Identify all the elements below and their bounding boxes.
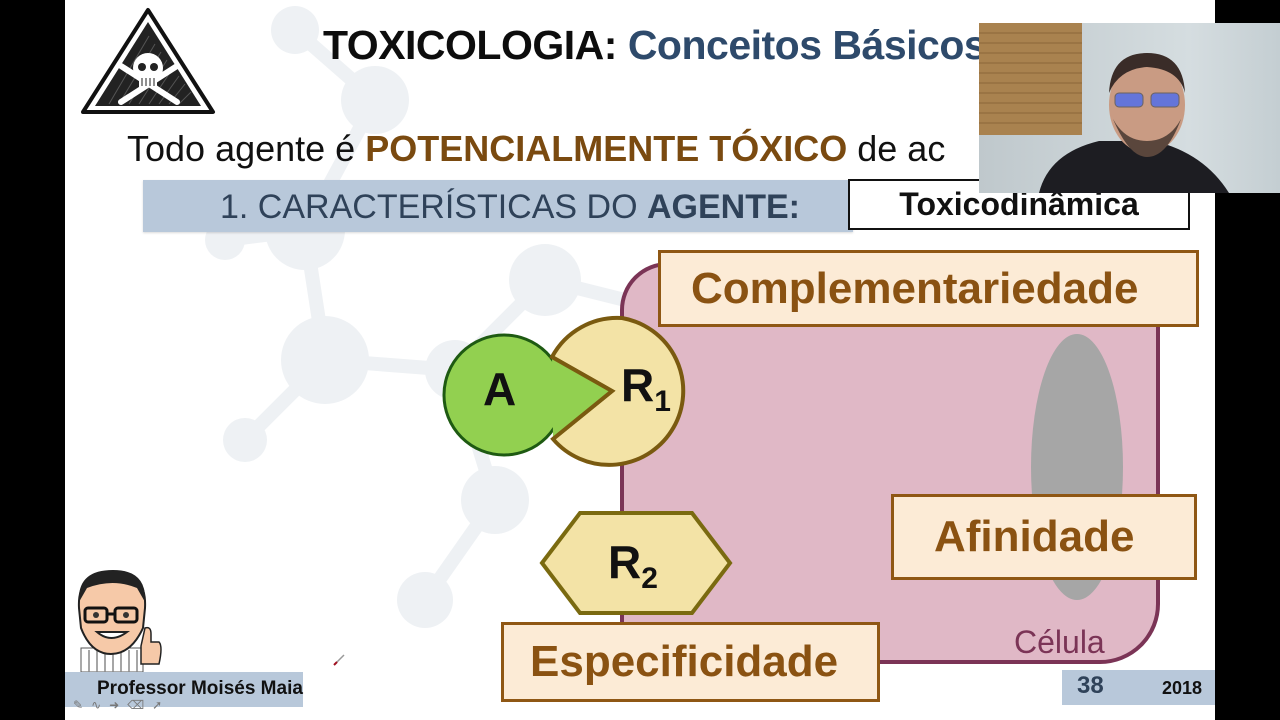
squiggle-icon[interactable]: ∿ <box>91 698 102 712</box>
pointer-icon[interactable]: ➚ <box>152 698 163 712</box>
year-label: 2018 <box>1162 678 1203 698</box>
eraser-icon[interactable]: ⌫ <box>127 698 145 712</box>
title-main: TOXICOLOGIA: <box>323 22 617 68</box>
section-header-bar <box>143 180 853 232</box>
subtitle-emphasis: POTENCIALMENTE TÓXICO <box>365 128 848 169</box>
complementarity-label: Complementariedade <box>658 250 1199 327</box>
slideshow-pen-toolbar: ✎ ∿ ➜ ⌫ ➚ <box>73 698 162 712</box>
footer-page-bar <box>1062 670 1215 705</box>
webcam-overlay <box>979 23 1280 193</box>
subtitle-prefix: Todo agente é <box>127 128 356 169</box>
receptor-2-hexagon <box>539 511 733 615</box>
slide-title: TOXICOLOGIA: Conceitos Básicos <box>323 22 987 69</box>
receptor-2-subscript: 2 <box>641 562 658 596</box>
receptor-1-letter: R <box>621 359 655 411</box>
receptor-1-label: R1 <box>621 358 671 419</box>
affinity-label: Afinidade <box>891 494 1197 580</box>
toxic-warning-icon <box>81 8 215 114</box>
cell-label: Célula <box>1014 624 1105 660</box>
title-accent: Conceitos Básicos <box>627 22 987 68</box>
agent-receptor-binding-diagram <box>442 315 686 467</box>
slide-subtitle: Todo agente é POTENCIALMENTE TÓXICO de a… <box>127 128 945 170</box>
receptor-2-label: R2 <box>608 535 658 596</box>
presenter-webcam-feed <box>979 23 1280 193</box>
specificity-label: Especificidade <box>501 622 880 702</box>
section-number: 1. CARACTERÍSTICAS DO <box>220 188 638 226</box>
pen-icon[interactable]: ✎ <box>73 698 84 712</box>
footer-presenter-bar <box>65 672 303 707</box>
presenter-name: Professor Moisés Maia <box>97 678 303 699</box>
pen-cursor-icon <box>333 654 345 666</box>
section-bold: AGENTE: <box>646 188 800 226</box>
subtitle-suffix: de ac <box>857 128 946 169</box>
letterbox-corner <box>1215 0 1280 23</box>
receptor-2-letter: R <box>608 536 642 588</box>
page-number: 38 <box>1077 672 1104 699</box>
receptor-1-subscript: 1 <box>654 385 671 419</box>
presenter-caricature-avatar <box>77 570 162 672</box>
arrow-icon[interactable]: ➜ <box>109 698 120 712</box>
section-header-text: 1. CARACTERÍSTICAS DO AGENTE: <box>220 188 800 227</box>
agent-label: A <box>483 363 517 415</box>
